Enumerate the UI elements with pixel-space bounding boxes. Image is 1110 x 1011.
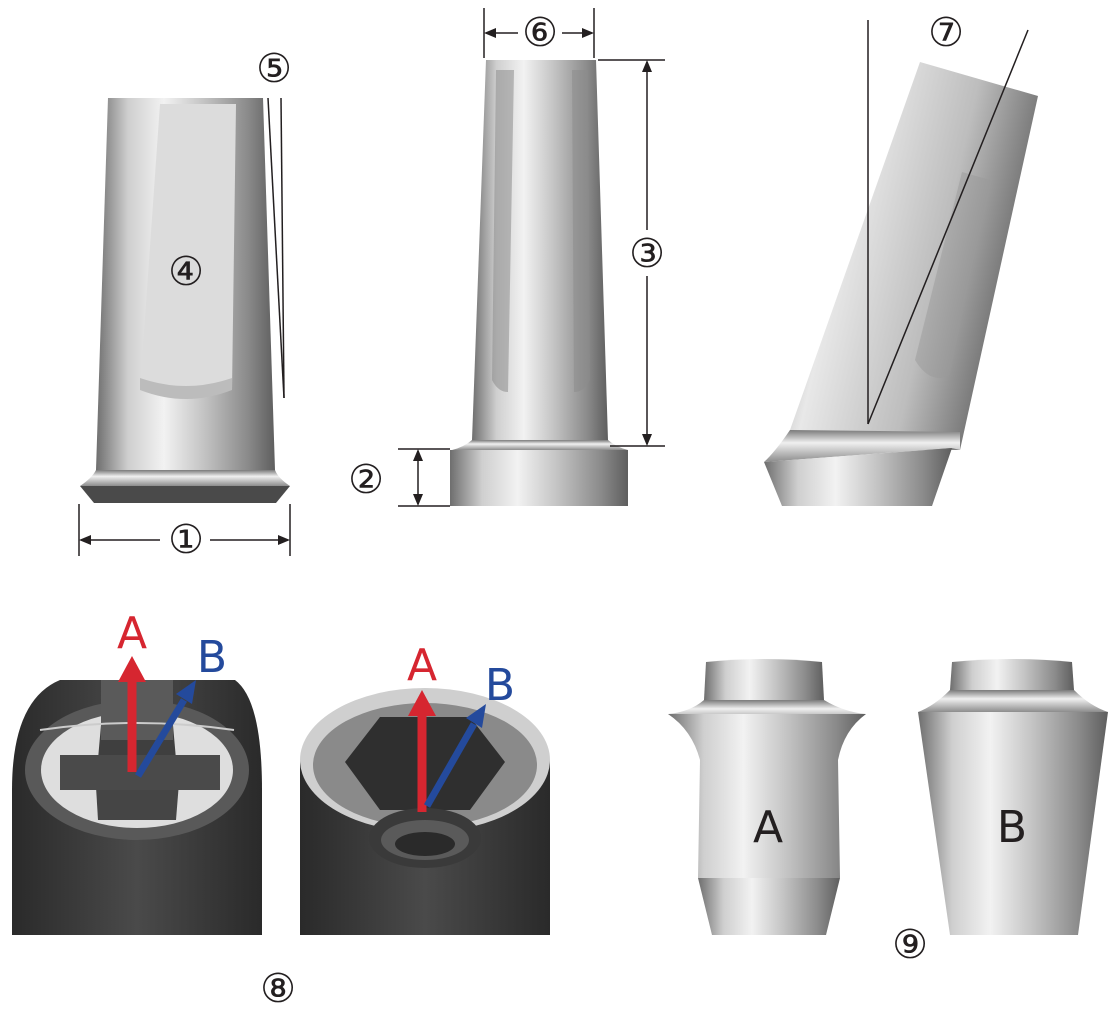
connection-right-arrows	[408, 690, 486, 812]
label-6: ⑥	[522, 10, 558, 56]
profile-a	[668, 659, 866, 935]
dimension-2	[398, 448, 450, 507]
label-5: ⑤	[256, 46, 292, 92]
abutment-angled	[764, 62, 1038, 506]
profile-b-label: B	[997, 802, 1027, 853]
label-3: ③	[629, 231, 665, 277]
label-1: ①	[168, 517, 204, 563]
label-7: ⑦	[928, 10, 964, 56]
connection-right-a-label: A	[407, 640, 437, 691]
abutment-straight-front	[80, 98, 290, 503]
arrow-b-right	[423, 722, 478, 808]
label-2: ②	[348, 457, 384, 503]
angle-lines	[867, 20, 1029, 425]
profile-a-label: A	[753, 802, 783, 853]
connection-internal	[300, 688, 550, 935]
dimension-3	[598, 59, 665, 447]
flat-face	[140, 104, 236, 390]
connection-left-arrows	[118, 656, 196, 778]
connection-left-b-label: B	[197, 632, 227, 683]
abutment-straight-side	[450, 60, 628, 506]
label-4: ④	[168, 249, 204, 295]
taper-angle-lines	[267, 97, 285, 399]
dimension-1	[78, 504, 291, 556]
connection-left-a-label: A	[117, 608, 147, 659]
profile-b	[918, 659, 1108, 935]
label-8: ⑧	[260, 966, 296, 1011]
dimension-6	[483, 8, 595, 58]
arrow-b-left	[135, 698, 187, 778]
connection-right-b-label: B	[485, 660, 515, 711]
connection-external	[12, 680, 262, 935]
label-9: ⑨	[892, 922, 928, 968]
